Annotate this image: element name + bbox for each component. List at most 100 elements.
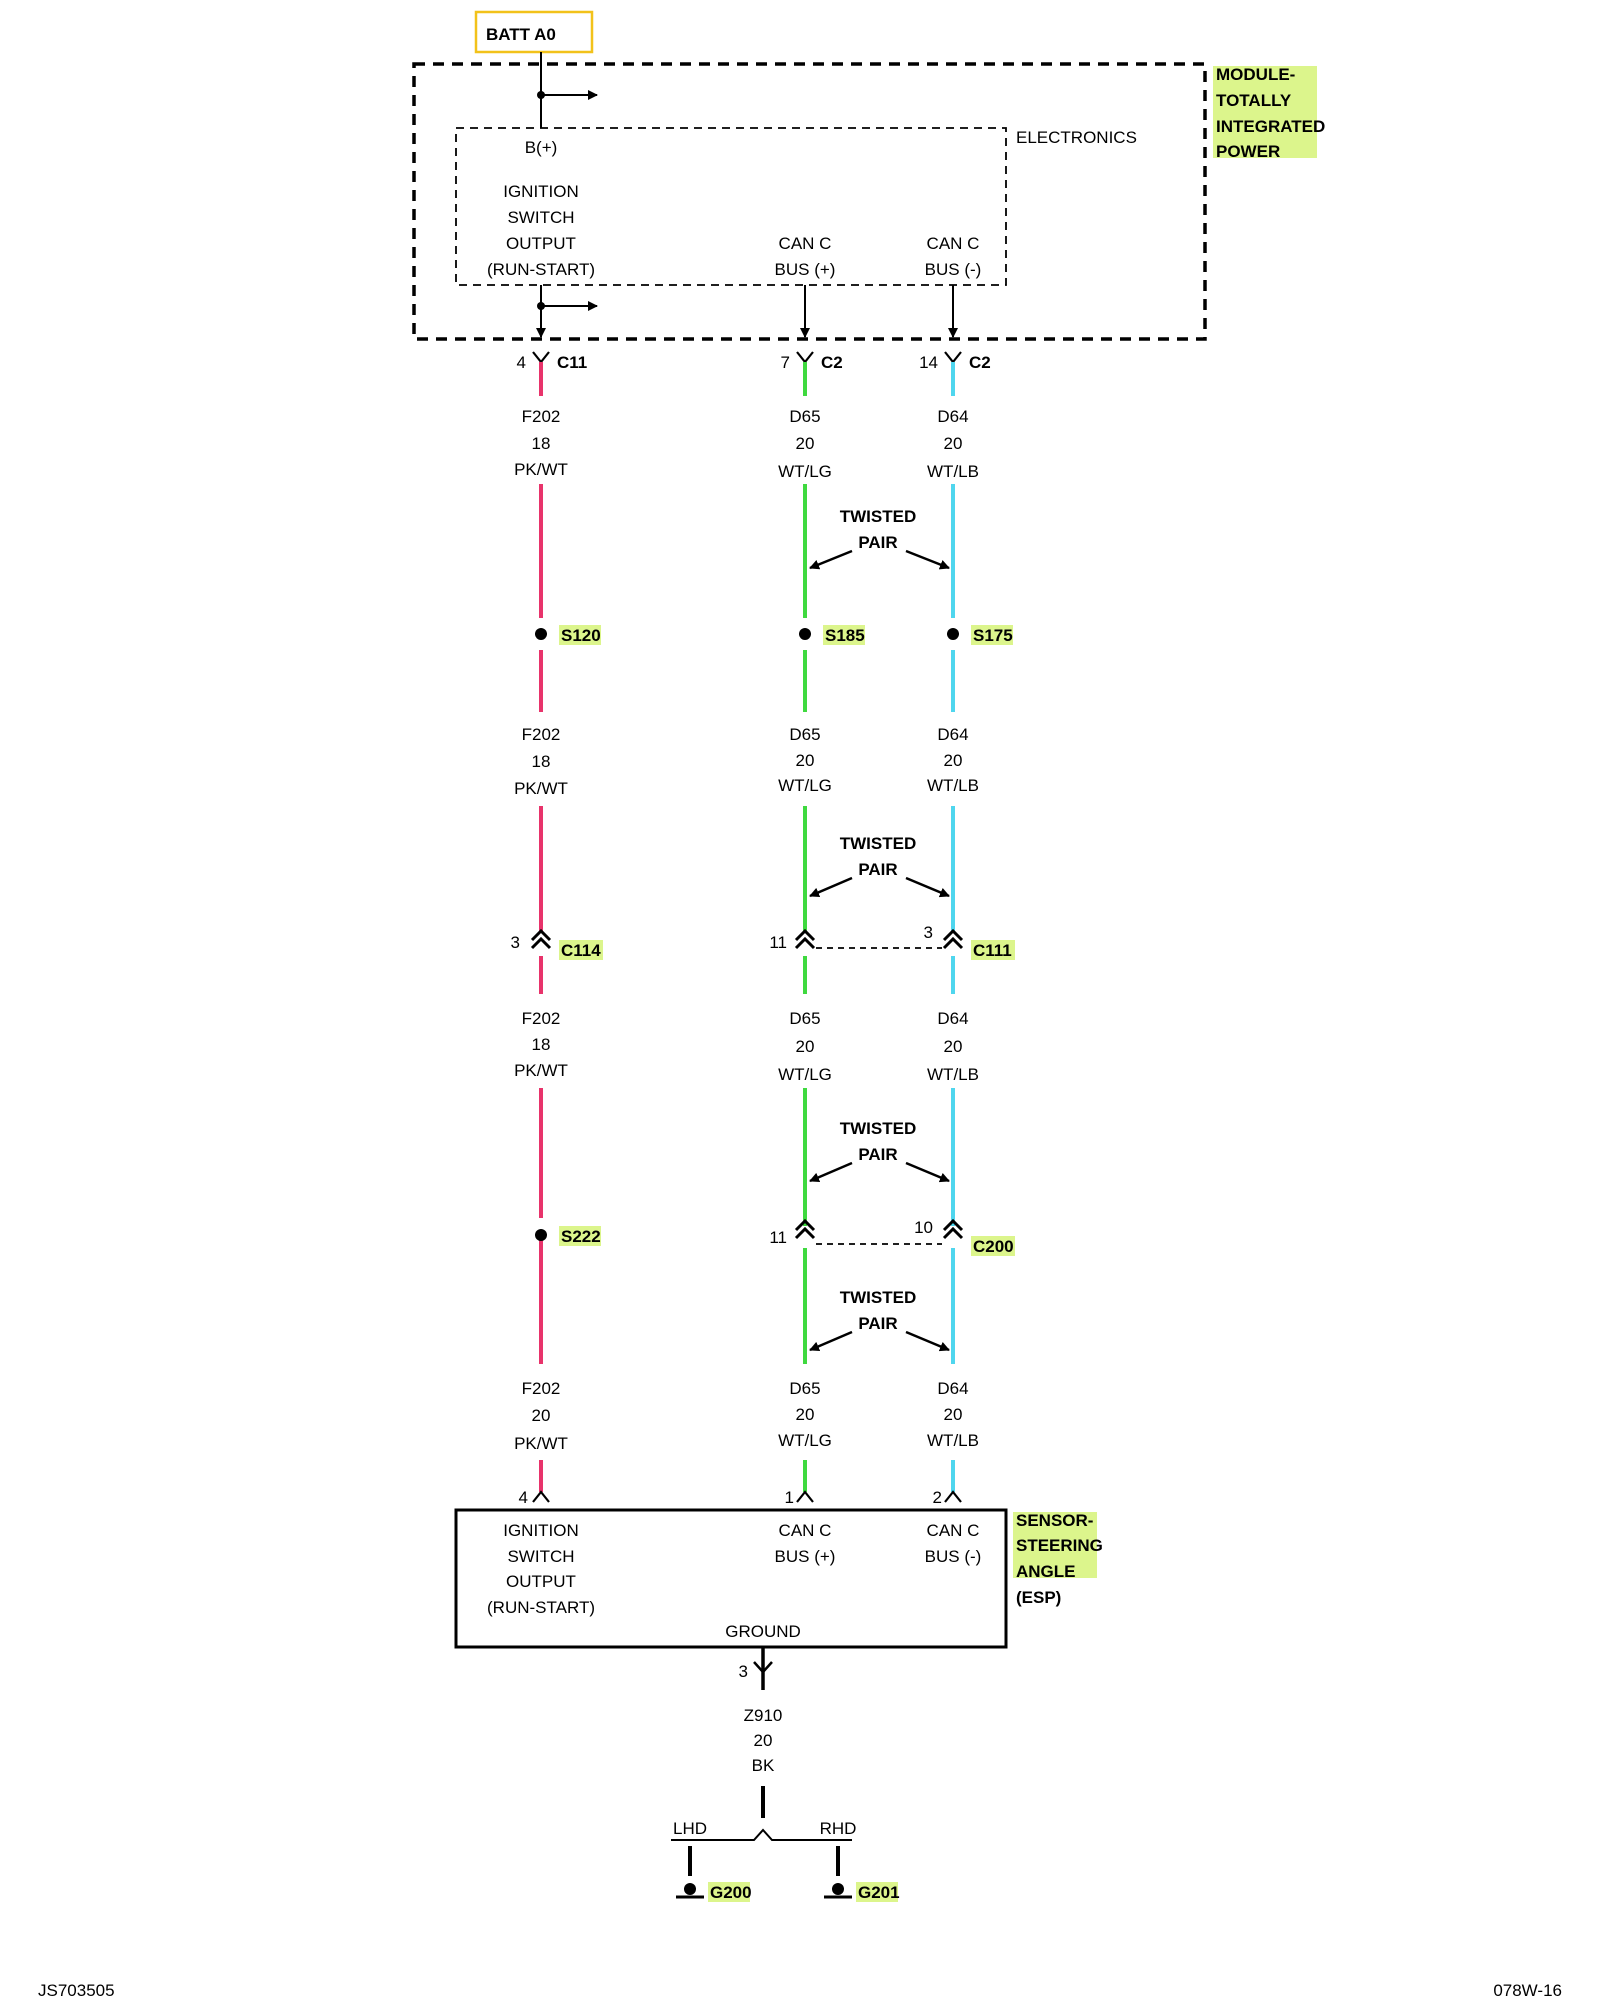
sensor-label-highlight bbox=[1013, 1512, 1097, 1578]
twisted-pair-4-right-arrow bbox=[905, 1330, 950, 1352]
footer-left-code: JS703505 bbox=[38, 1981, 115, 2000]
bottom-conn-symbol-1 bbox=[532, 1490, 550, 1503]
ground-lhd-label: LHD bbox=[673, 1819, 707, 1838]
batt-label: BATT A0 bbox=[486, 25, 556, 44]
splice-s175-highlight bbox=[971, 625, 1013, 645]
twisted-pair-3-right-arrow bbox=[905, 1161, 950, 1183]
wire-label-cyan-1-code: D64 bbox=[937, 407, 968, 426]
ground-wire-code: Z910 bbox=[744, 1706, 783, 1725]
wire-label-green-4-color: WT/LG bbox=[778, 1431, 832, 1450]
top-canp-2: BUS (+) bbox=[775, 260, 836, 279]
wire-label-pink-1-gauge: 18 bbox=[532, 434, 551, 453]
footer-right-code: 078W-16 bbox=[1493, 1981, 1562, 2000]
top-pin-3: 14 bbox=[919, 353, 938, 372]
twisted-pair-3-line-1: TWISTED bbox=[840, 1119, 917, 1138]
twisted-pair-4-line-2: PAIR bbox=[858, 1314, 897, 1333]
top-conn-2: C2 bbox=[821, 353, 843, 372]
module-label-highlight bbox=[1213, 66, 1317, 158]
sensor-canm-2: BUS (-) bbox=[925, 1547, 982, 1566]
sensor-box bbox=[454, 1508, 1008, 1649]
wire-label-green-2-code: D65 bbox=[789, 725, 820, 744]
twisted-pair-1-line-1: TWISTED bbox=[840, 507, 917, 526]
splice-s185-dot bbox=[799, 628, 811, 640]
splice-s185-highlight bbox=[823, 625, 865, 645]
module-label-2: TOTALLY bbox=[1216, 91, 1292, 110]
twisted-pair-1: TWISTED PAIR bbox=[809, 507, 950, 570]
ground-g200-node-icon bbox=[684, 1883, 696, 1895]
batt-box bbox=[474, 10, 594, 54]
top-ign-2: SWITCH bbox=[507, 208, 574, 227]
wire-label-pink-1-code: F202 bbox=[522, 407, 561, 426]
twisted-pair-2-left-arrow bbox=[809, 876, 853, 898]
ground-g201-highlight bbox=[856, 1882, 898, 1902]
connector-c114-highlight bbox=[559, 940, 603, 960]
connector-c111-name: C111 bbox=[973, 941, 1012, 960]
wire-label-pink-4-color: PK/WT bbox=[514, 1434, 568, 1453]
twisted-pair-1-right-arrow bbox=[905, 549, 950, 570]
wire-label-green-1-gauge: 20 bbox=[796, 434, 815, 453]
wire-label-green-2-gauge: 20 bbox=[796, 751, 815, 770]
twisted-pair-1-left-arrow bbox=[809, 549, 853, 570]
wire-label-green-3-gauge: 20 bbox=[796, 1037, 815, 1056]
sensor-ign-3: OUTPUT bbox=[506, 1572, 576, 1591]
connector-c111-left-symbol bbox=[794, 928, 816, 950]
wire-label-pink-3-gauge: 18 bbox=[532, 1035, 551, 1054]
connector-c111-pin-left: 11 bbox=[769, 933, 787, 952]
top-conn-symbol-1 bbox=[532, 351, 550, 364]
twisted-pair-2: TWISTED PAIR bbox=[809, 834, 950, 898]
wire-label-green-1-code: D65 bbox=[789, 407, 820, 426]
sensor-label-4: (ESP) bbox=[1016, 1588, 1061, 1607]
splice-s120-highlight bbox=[559, 625, 601, 645]
twisted-pair-4-line-1: TWISTED bbox=[840, 1288, 917, 1307]
wire-label-pink-4-gauge: 20 bbox=[532, 1406, 551, 1425]
splice-s185-label: S185 bbox=[825, 626, 865, 645]
twisted-pair-2-right-arrow bbox=[905, 876, 950, 898]
module-label-1: MODULE- bbox=[1216, 65, 1295, 84]
wire-labels-row-2: F202 18 PK/WT D65 20 WT/LG D64 20 WT/LB bbox=[514, 725, 979, 798]
sensor-label-3: ANGLE bbox=[1016, 1562, 1076, 1581]
wire-label-cyan-1-gauge: 20 bbox=[944, 434, 963, 453]
wire-label-cyan-2-gauge: 20 bbox=[944, 751, 963, 770]
bplus-label: B(+) bbox=[525, 138, 558, 157]
splice-s175-dot bbox=[947, 628, 959, 640]
twisted-pair-3-left-arrow bbox=[809, 1161, 853, 1183]
top-canm-2: BUS (-) bbox=[925, 260, 982, 279]
ground-g200-label: G200 bbox=[710, 1883, 752, 1902]
sensor-canp-2: BUS (+) bbox=[775, 1547, 836, 1566]
electronics-box bbox=[455, 127, 1007, 286]
module-label-3: INTEGRATED bbox=[1216, 117, 1325, 136]
wire-label-green-4-gauge: 20 bbox=[796, 1405, 815, 1424]
bottom-pin-3: 2 bbox=[933, 1488, 942, 1507]
connector-c200-left-symbol bbox=[794, 1218, 816, 1240]
wire-label-green-2-color: WT/LG bbox=[778, 776, 832, 795]
wire-labels-row-3: F202 18 PK/WT D65 20 WT/LG D64 20 WT/LB bbox=[514, 1009, 979, 1084]
ground-rhd-label: RHD bbox=[820, 1819, 857, 1838]
ground-g200-highlight bbox=[708, 1882, 750, 1902]
wire-label-cyan-1-color: WT/LB bbox=[927, 462, 979, 481]
wire-label-pink-3-code: F202 bbox=[522, 1009, 561, 1028]
wire-label-cyan-3-code: D64 bbox=[937, 1009, 968, 1028]
top-canm-1: CAN C bbox=[927, 234, 980, 253]
top-ign-3: OUTPUT bbox=[506, 234, 576, 253]
wire-label-pink-4-code: F202 bbox=[522, 1379, 561, 1398]
top-conn-3: C2 bbox=[969, 353, 991, 372]
top-conn-symbol-3 bbox=[944, 351, 962, 364]
sensor-ign-4: (RUN-START) bbox=[487, 1598, 595, 1617]
ground-wire-color: BK bbox=[752, 1756, 775, 1775]
connector-c111-right-symbol bbox=[942, 928, 964, 950]
connector-c111-highlight bbox=[971, 940, 1015, 960]
bottom-conn-symbol-2 bbox=[796, 1490, 814, 1503]
wire-label-green-1-color: WT/LG bbox=[778, 462, 832, 481]
ground-pin: 3 bbox=[739, 1662, 748, 1681]
connector-c114-name: C114 bbox=[561, 941, 601, 960]
splice-s120-dot bbox=[535, 628, 547, 640]
splice-s222-label: S222 bbox=[561, 1227, 601, 1246]
wire-label-pink-2-color: PK/WT bbox=[514, 779, 568, 798]
connector-c200-highlight bbox=[971, 1236, 1015, 1256]
ground-split-line bbox=[671, 1828, 852, 1841]
top-conn-symbol-2 bbox=[796, 351, 814, 364]
splice-s222-highlight bbox=[559, 1226, 601, 1246]
bottom-pin-1: 4 bbox=[519, 1488, 528, 1507]
top-canp-1: CAN C bbox=[779, 234, 832, 253]
